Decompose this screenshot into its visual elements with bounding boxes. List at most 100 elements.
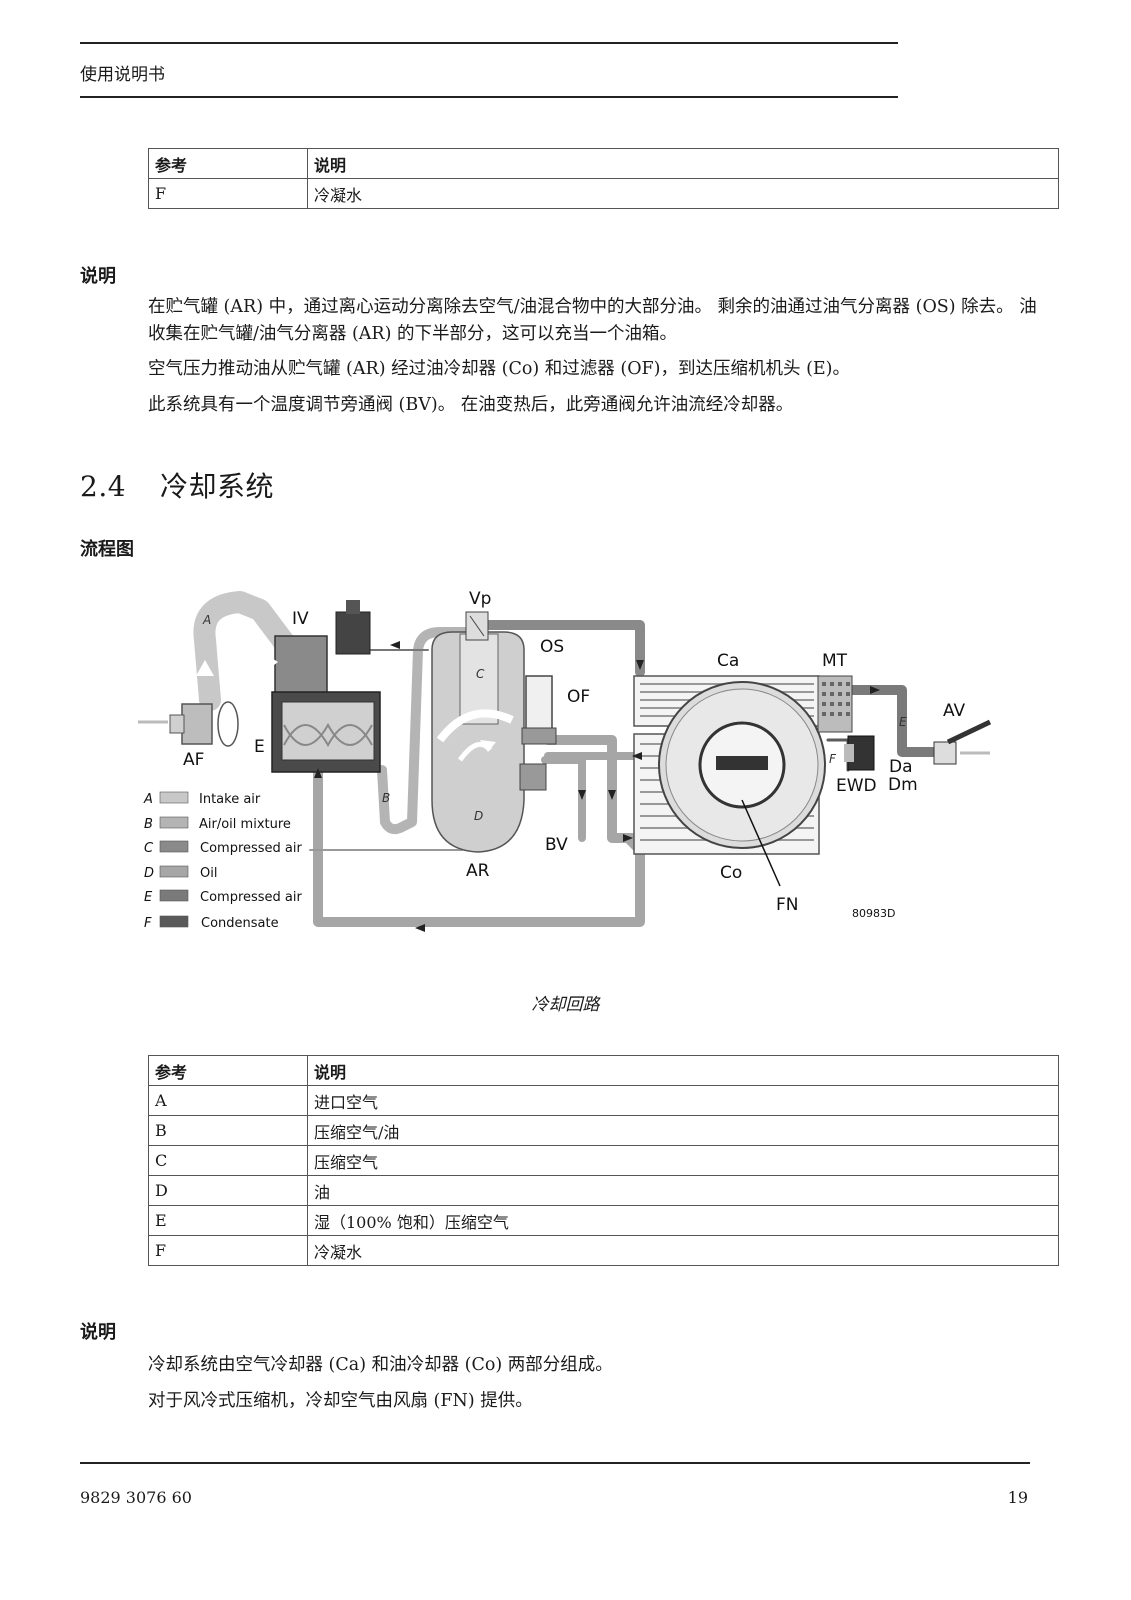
label-af: AF bbox=[183, 750, 204, 770]
table-row: B 压缩空气/油 bbox=[148, 1115, 1059, 1146]
paragraph: 对于风冷式压缩机，冷却空气由风扇 (FN) 提供。 bbox=[148, 1391, 533, 1411]
legend-item-a: A Intake air bbox=[143, 791, 261, 807]
label-fn: FN bbox=[776, 895, 799, 915]
table-cell-desc: 冷凝水 bbox=[307, 178, 1059, 209]
cooling-circuit-diagram: Vp IV OS OF Ca MT AV AF E AR BV Co FN EW… bbox=[138, 589, 992, 932]
svg-text:Intake air: Intake air bbox=[199, 792, 261, 807]
compressed-air-pipe bbox=[483, 620, 645, 677]
paragraph: 冷却系统由空气冷却器 (Ca) 和油冷却器 (Co) 两部分组成。 bbox=[148, 1355, 613, 1375]
column-header-ref: 参考 bbox=[148, 148, 308, 179]
svg-text:Condensate: Condensate bbox=[201, 916, 279, 931]
flow-label-c: C bbox=[476, 667, 485, 681]
table-cell-desc: 冷凝水 bbox=[307, 1235, 1059, 1266]
table-cell-ref: B bbox=[148, 1115, 308, 1146]
label-bv: BV bbox=[545, 835, 568, 855]
table-cell-desc: 压缩空气/油 bbox=[307, 1115, 1059, 1146]
document-number: 9829 3076 60 bbox=[80, 1488, 192, 1507]
table-row: C 压缩空气 bbox=[148, 1145, 1059, 1176]
header-top-rule bbox=[80, 42, 898, 44]
table-row: E 湿（100% 饱和）压缩空气 bbox=[148, 1205, 1059, 1236]
flow-label-a: A bbox=[202, 613, 211, 627]
svg-text:F: F bbox=[144, 916, 152, 931]
table-row: F 冷凝水 bbox=[148, 1235, 1059, 1266]
table-cell-ref: C bbox=[148, 1145, 308, 1176]
label-ewd: EWD bbox=[836, 776, 877, 796]
table-cell-desc: 湿（100% 饱和）压缩空气 bbox=[307, 1205, 1059, 1236]
table-header-row: 参考 说明 bbox=[148, 1055, 1059, 1086]
flow-label-d: D bbox=[474, 809, 483, 823]
svg-text:D: D bbox=[144, 866, 154, 881]
svg-text:E: E bbox=[144, 890, 153, 905]
table-cell-ref: F bbox=[148, 178, 308, 209]
table-cell-ref: F bbox=[148, 1235, 308, 1266]
label-ar: AR bbox=[466, 861, 490, 881]
section-title: 2.4 冷却系统 bbox=[80, 465, 274, 505]
label-co: Co bbox=[720, 863, 742, 883]
table-row: A 进口空气 bbox=[148, 1085, 1059, 1116]
label-os: OS bbox=[540, 637, 564, 657]
svg-text:B: B bbox=[144, 817, 153, 832]
section-heading: 说明 bbox=[80, 266, 116, 287]
air-outlet-valve bbox=[933, 741, 957, 765]
section-heading: 说明 bbox=[80, 1322, 116, 1343]
unloader-cylinder bbox=[335, 611, 371, 655]
paragraph: 空气压力推动油从贮气罐 (AR) 经过油冷却器 (Co) 和过滤器 (OF)，到… bbox=[148, 359, 850, 379]
air-filter bbox=[138, 701, 239, 747]
svg-text:Oil: Oil bbox=[200, 866, 217, 881]
paragraph: 在贮气罐 (AR) 中，通过离心运动分离除去空气/油混合物中的大部分油。 剩余的… bbox=[148, 297, 1037, 344]
bv-pipe bbox=[541, 756, 586, 842]
flow-label-f: F bbox=[829, 752, 837, 766]
reference-table-bottom: 参考 说明 A 进口空气 B 压缩空气/油 C 压缩空气 D 油 E 湿（100… bbox=[148, 1055, 1059, 1266]
column-header-desc: 说明 bbox=[307, 1055, 1059, 1086]
header-title: 使用说明书 bbox=[80, 65, 165, 85]
label-av: AV bbox=[943, 701, 966, 721]
reference-table-top: 参考 说明 F 冷凝水 bbox=[148, 148, 1059, 209]
label-mt: MT bbox=[822, 651, 848, 671]
table-cell-desc: 进口空气 bbox=[307, 1085, 1059, 1116]
label-ca: Ca bbox=[717, 651, 739, 671]
footer-rule bbox=[80, 1462, 1030, 1464]
legend-item-c: C Compressed air bbox=[144, 840, 303, 856]
legend-item-d: D Oil bbox=[144, 865, 217, 881]
oil-filter bbox=[525, 675, 553, 733]
figure-caption: 冷却回路 bbox=[531, 995, 600, 1015]
table-cell-ref: E bbox=[148, 1205, 308, 1236]
flow-chart-heading: 流程图 bbox=[80, 539, 134, 560]
label-iv: IV bbox=[292, 609, 309, 629]
column-header-desc: 说明 bbox=[307, 148, 1059, 179]
column-header-ref: 参考 bbox=[148, 1055, 308, 1086]
table-row: D 油 bbox=[148, 1175, 1059, 1206]
svg-text:A: A bbox=[143, 792, 153, 807]
section-name: 冷却系统 bbox=[160, 470, 275, 503]
legend-item-f: F Condensate bbox=[144, 915, 279, 931]
label-e: E bbox=[254, 737, 265, 757]
label-vp: Vp bbox=[469, 589, 491, 609]
table-cell-ref: D bbox=[148, 1175, 308, 1206]
svg-text:Air/oil mixture: Air/oil mixture bbox=[199, 817, 291, 832]
svg-text:C: C bbox=[144, 841, 154, 856]
svg-text:Compressed air: Compressed air bbox=[200, 841, 303, 856]
table-cell-desc: 油 bbox=[307, 1175, 1059, 1206]
header-bottom-rule bbox=[80, 96, 898, 98]
page-number: 19 bbox=[1007, 1488, 1028, 1507]
flow-label-b: B bbox=[382, 791, 390, 805]
bypass-valve bbox=[519, 763, 547, 791]
label-dm: Dm bbox=[888, 775, 918, 795]
legend-item-b: B Air/oil mixture bbox=[144, 816, 291, 832]
label-da: Da bbox=[889, 757, 913, 777]
table-row: F 冷凝水 bbox=[148, 178, 1059, 209]
intake-duct bbox=[193, 591, 301, 711]
svg-text:Compressed air: Compressed air bbox=[200, 890, 303, 905]
table-cell-ref: A bbox=[148, 1085, 308, 1116]
airoil-pipe bbox=[377, 627, 471, 835]
flow-label-e: E bbox=[899, 715, 907, 729]
paragraph: 此系统具有一个温度调节旁通阀 (BV)。 在油变热后，此旁通阀允许油流经冷却器。 bbox=[148, 395, 794, 415]
legend-item-e: E Compressed air bbox=[144, 889, 303, 905]
air-receiver bbox=[431, 631, 525, 853]
label-of: OF bbox=[567, 687, 590, 707]
diagram-legend: A Intake air B Air/oil mixture C Compres… bbox=[143, 791, 303, 931]
table-header-row: 参考 说明 bbox=[148, 148, 1059, 179]
table-cell-desc: 压缩空气 bbox=[307, 1145, 1059, 1176]
section-number: 2.4 bbox=[80, 470, 127, 503]
label-code: 80983D bbox=[852, 907, 895, 920]
